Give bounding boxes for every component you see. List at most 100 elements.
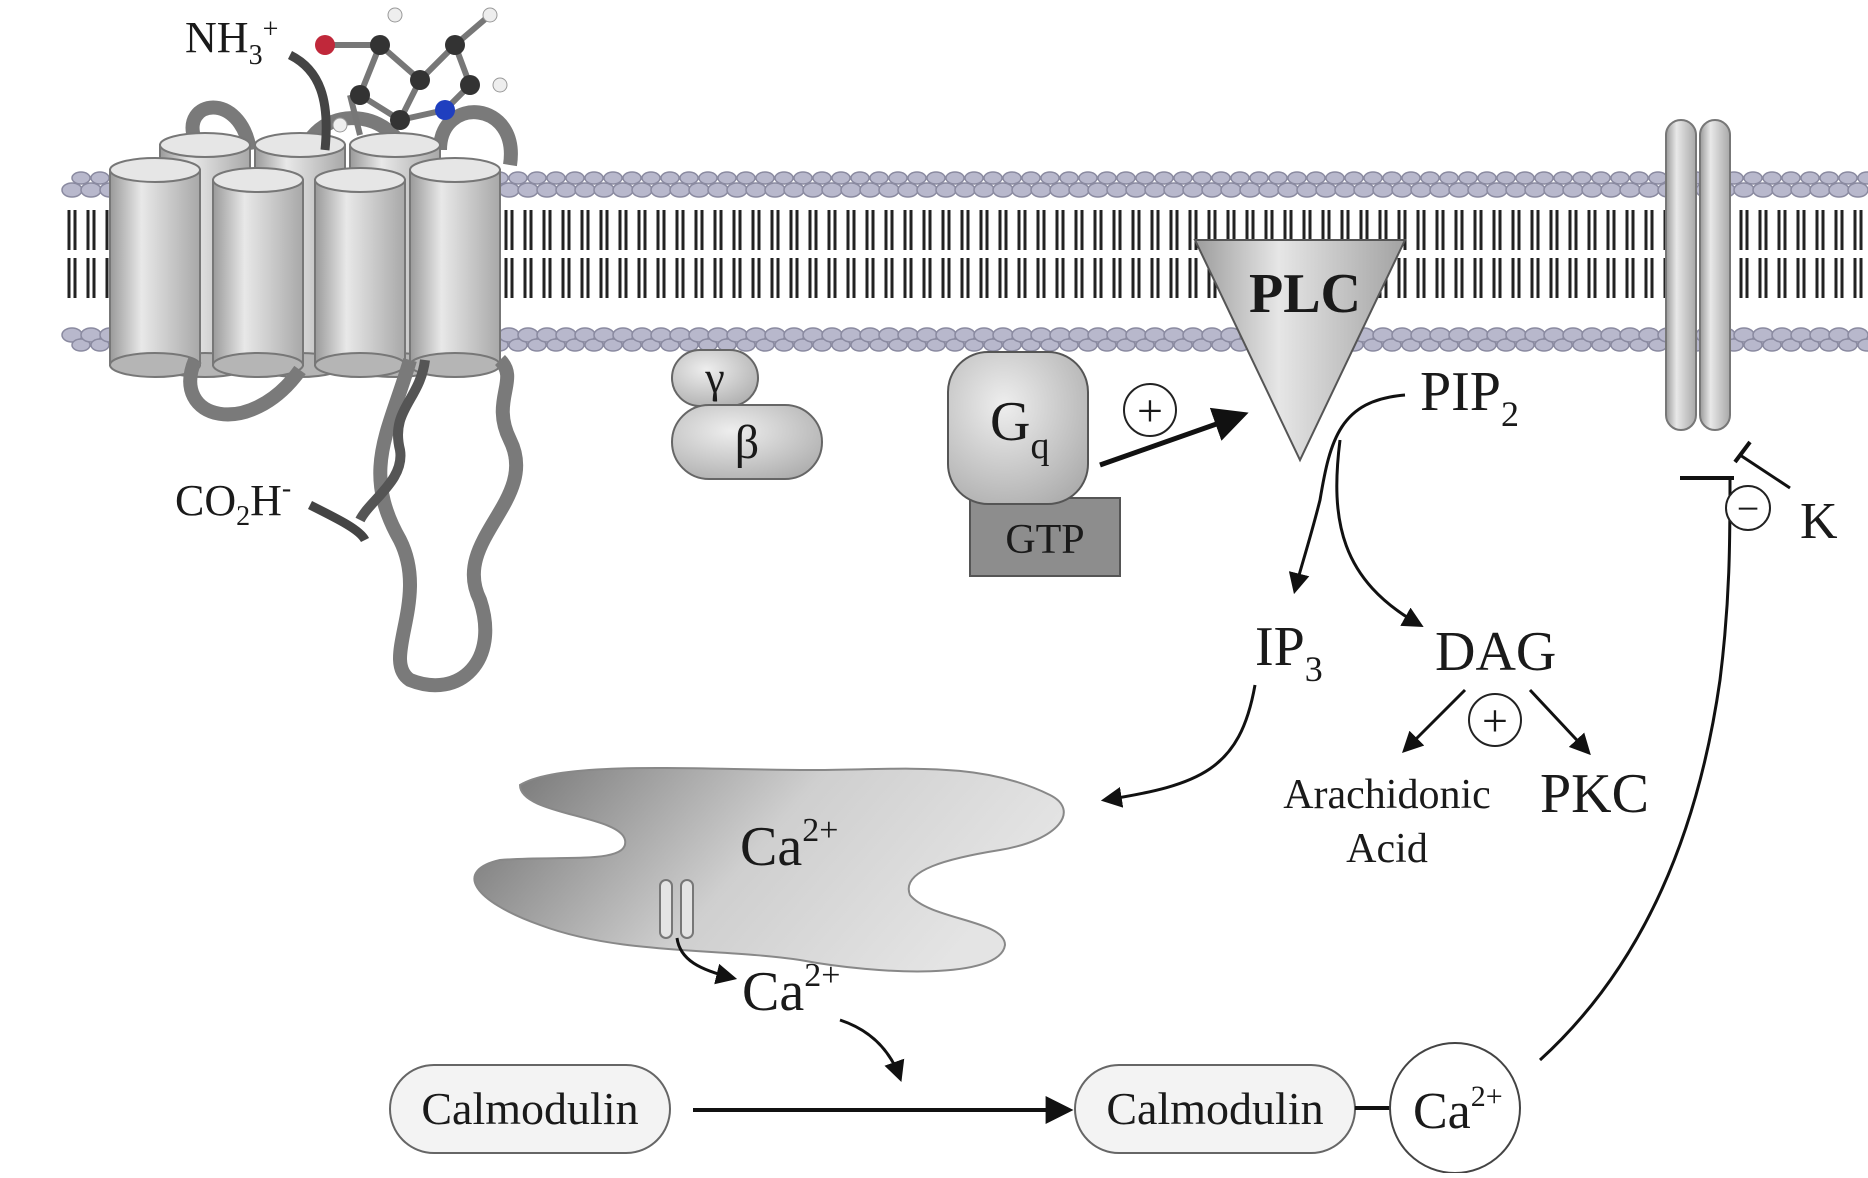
lipid-head bbox=[793, 338, 813, 352]
lipid-head bbox=[1562, 182, 1584, 198]
lipid-head bbox=[1258, 182, 1280, 198]
lipid-head bbox=[1401, 171, 1421, 185]
k-inhibition-line bbox=[1739, 453, 1791, 490]
lipid-head bbox=[1125, 182, 1147, 198]
pip2-to-ip3-arrow bbox=[1288, 393, 1406, 595]
lipid-head bbox=[945, 171, 965, 185]
lipid-head bbox=[850, 171, 870, 185]
lipid-head bbox=[1211, 171, 1231, 185]
lipid-head bbox=[1372, 182, 1394, 198]
lipid-head bbox=[1163, 182, 1185, 198]
calmodulin-free: Calmodulin bbox=[389, 1064, 671, 1154]
lipid-head bbox=[1857, 171, 1868, 185]
lipid-head bbox=[517, 182, 539, 198]
ip3-to-er-arrow bbox=[1100, 684, 1257, 808]
plc-label: PLC bbox=[1249, 263, 1361, 325]
lipid-head bbox=[945, 338, 965, 352]
gtp-label: GTP bbox=[1005, 517, 1084, 563]
lipid-head bbox=[1638, 182, 1660, 198]
lipid-head bbox=[1619, 182, 1641, 198]
lipid-head bbox=[688, 182, 710, 198]
lipid-head bbox=[926, 171, 946, 185]
lipid-head bbox=[603, 338, 623, 352]
lipid-head bbox=[1116, 171, 1136, 185]
gpcr-receptor bbox=[109, 50, 524, 693]
lipid-head bbox=[1790, 182, 1812, 198]
lipid-head bbox=[622, 171, 642, 185]
lipid-head bbox=[80, 182, 102, 198]
lipid-head bbox=[1733, 182, 1755, 198]
pip2-label: PIP2 bbox=[1420, 361, 1519, 434]
lipid-head bbox=[679, 171, 699, 185]
lipid-head bbox=[1762, 338, 1782, 352]
lipid-head bbox=[1505, 182, 1527, 198]
lipid-head bbox=[1496, 338, 1516, 352]
lipid-head bbox=[850, 338, 870, 352]
lipid-head bbox=[1144, 182, 1166, 198]
lipid-head bbox=[907, 338, 927, 352]
endoplasmic-reticulum: Ca2+ bbox=[473, 767, 1065, 973]
ligand-molecule bbox=[315, 7, 508, 136]
lipid-head bbox=[527, 338, 547, 352]
lipid-head bbox=[1059, 338, 1079, 352]
lipid-head bbox=[755, 171, 775, 185]
lipid-head bbox=[1534, 338, 1554, 352]
lipid-head bbox=[1420, 338, 1440, 352]
er-channel-right bbox=[680, 879, 694, 939]
lipid-head bbox=[897, 182, 919, 198]
lipid-head bbox=[1116, 338, 1136, 352]
lipid-head bbox=[61, 182, 83, 198]
lipid-head bbox=[1467, 182, 1489, 198]
lipid-head bbox=[1059, 171, 1079, 185]
lipid-head bbox=[973, 182, 995, 198]
pip2-to-dag-arrow bbox=[1335, 439, 1424, 628]
lipid-head bbox=[593, 182, 615, 198]
lipid-head bbox=[1220, 182, 1242, 198]
g-protein-beta-gamma: γ β bbox=[671, 349, 823, 480]
lipid-head bbox=[584, 171, 604, 185]
gamma-label: γ bbox=[704, 353, 724, 402]
lipid-head bbox=[1458, 171, 1478, 185]
transmembrane-helix bbox=[109, 157, 201, 378]
lipid-head bbox=[1078, 338, 1098, 352]
lipid-head bbox=[1230, 171, 1250, 185]
lipid-head bbox=[1781, 171, 1801, 185]
lipid-head bbox=[812, 338, 832, 352]
lipid-head bbox=[1800, 338, 1820, 352]
lipid-head bbox=[1591, 338, 1611, 352]
complex-calcium-label: Ca2+ bbox=[1413, 1080, 1503, 1140]
lipid-head bbox=[508, 338, 528, 352]
lipid-head bbox=[1572, 171, 1592, 185]
arachidonic-acid-label: Arachidonic bbox=[1283, 772, 1491, 818]
potassium-label: K bbox=[1800, 493, 1838, 550]
lipid-head bbox=[1363, 171, 1383, 185]
svg-text:−: − bbox=[1737, 486, 1760, 531]
inhibition-sign: − bbox=[1725, 485, 1771, 531]
lipid-head bbox=[546, 171, 566, 185]
lipid-head bbox=[1439, 338, 1459, 352]
lipid-head bbox=[1211, 338, 1231, 352]
lipid-head bbox=[935, 182, 957, 198]
lipid-head bbox=[831, 171, 851, 185]
lipid-head bbox=[1809, 182, 1831, 198]
lipid-head bbox=[812, 171, 832, 185]
lipid-head bbox=[1543, 182, 1565, 198]
lipid-head bbox=[1306, 171, 1326, 185]
lipid-head bbox=[1382, 171, 1402, 185]
lipid-head bbox=[622, 338, 642, 352]
lipid-head bbox=[764, 182, 786, 198]
lipid-head bbox=[1201, 182, 1223, 198]
lipid-head bbox=[783, 182, 805, 198]
lipid-head bbox=[565, 338, 585, 352]
stimulation-sign-dag: + bbox=[1468, 693, 1522, 747]
lipid-head bbox=[726, 182, 748, 198]
lipid-head bbox=[1154, 171, 1174, 185]
lipid-head bbox=[90, 171, 110, 185]
beta-label: β bbox=[735, 416, 759, 469]
lipid-head bbox=[831, 338, 851, 352]
lipid-head bbox=[1752, 182, 1774, 198]
lipid-head bbox=[821, 182, 843, 198]
lipid-head bbox=[1448, 182, 1470, 198]
lipid-head bbox=[1857, 338, 1868, 352]
